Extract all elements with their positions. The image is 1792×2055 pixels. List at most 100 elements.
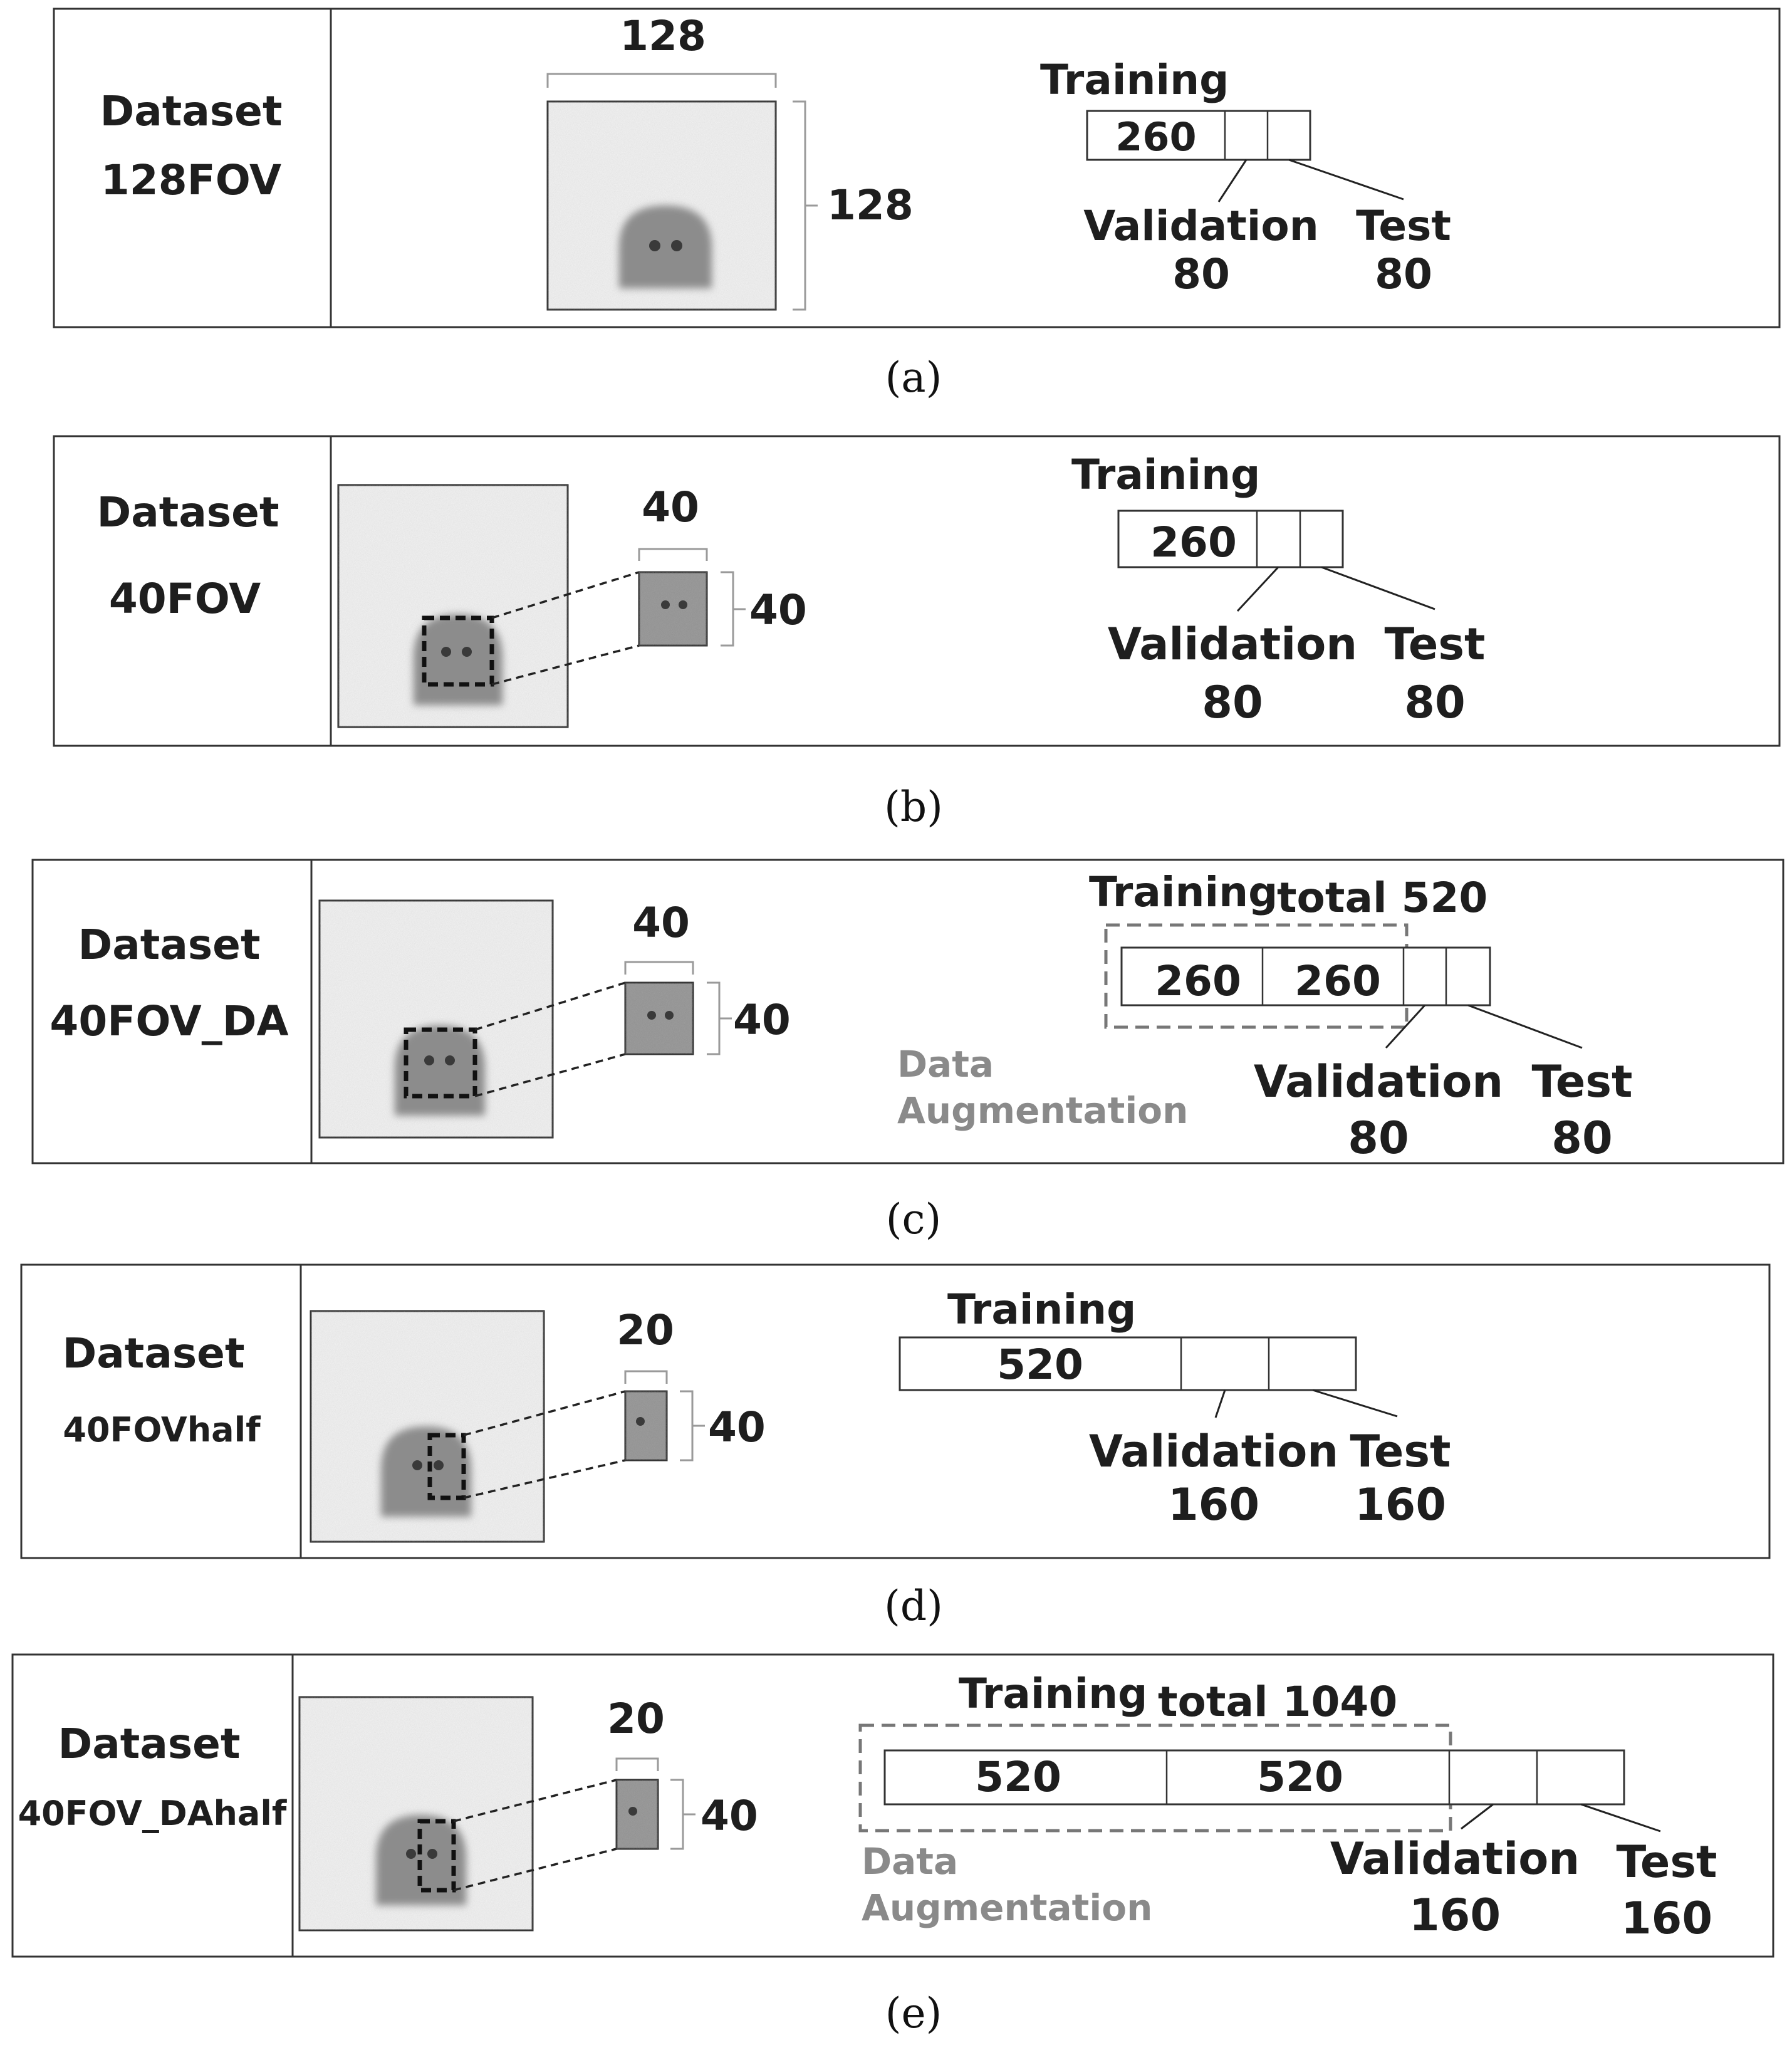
panel-frame [20,1263,1771,1559]
projection-line [491,571,640,619]
projection-line [463,1459,626,1499]
validation-leader [1217,159,1248,202]
validation-leader [1385,1004,1426,1049]
crop-width-label: 20 [607,1695,665,1743]
validation-label: Validation [1083,202,1319,250]
scan-image [298,1696,534,1932]
test-leader [1580,1803,1661,1833]
test-leader [1467,1004,1583,1049]
cropped-patch [624,1390,668,1462]
training-count: 260 [1115,114,1196,160]
projection-line [453,1848,617,1891]
training-count: 260 [1295,957,1381,1005]
validation-count: 160 [1168,1479,1259,1530]
crop-width-label: 40 [642,483,699,531]
projection-line [453,1779,617,1822]
augmentation-label: Augmentation [862,1886,1152,1929]
panel-frame [31,859,1784,1164]
test-leader [1321,566,1435,610]
test-count: 80 [1551,1112,1612,1164]
panel-a: Dataset 128FOV 128 128 Training 260 Vali… [53,8,1781,402]
validation-count: 80 [1202,677,1263,728]
crop-region [417,1819,456,1893]
test-label: Test [1531,1056,1632,1107]
test-label: Test [1356,202,1451,250]
validation-label: Validation [1254,1056,1503,1107]
split-bar [899,1336,1357,1391]
panel-frame [53,435,1781,747]
augmentation-label: Augmentation [897,1089,1188,1132]
panel-b: Dataset 40FOV 40 40 Training 260 Validat… [53,435,1781,831]
test-label: Test [1384,619,1485,670]
training-label: Training [1040,56,1229,104]
scan-image [310,1310,545,1543]
dataset-name: 40FOV_DA [49,997,288,1045]
validation-count: 80 [1348,1112,1409,1164]
width-bracket [546,73,777,88]
crop-width-label: 128 [620,12,706,60]
validation-leader [1214,1389,1226,1418]
training-total: total 1040 [1158,1678,1397,1726]
training-label: Training [959,1670,1147,1718]
validation-count: 160 [1409,1890,1501,1941]
crop-height-label: 40 [708,1403,766,1451]
crop-height-label: 40 [733,996,791,1044]
dataset-label: Dataset [62,1329,244,1378]
projection-line [491,644,640,686]
test-count: 80 [1404,677,1465,728]
panel-e: Dataset 40FOV_DAhalf 20 40 Training tota… [11,1653,1774,2037]
test-count: 160 [1621,1893,1712,1944]
height-bracket [721,571,746,647]
scan-image [318,899,554,1139]
crop-height-label: 128 [827,181,914,229]
augmentation-label: Data [862,1840,958,1883]
projection-line [474,981,626,1031]
dataset-name: 40FOV [109,575,261,623]
crop-region [404,1027,477,1099]
validation-label: Validation [1089,1426,1338,1477]
dataset-name: 40FOV_DAhalf [18,1794,287,1833]
height-bracket [680,1390,705,1462]
panel-d: Dataset 40FOVhalf 20 40 Training 520 Val… [20,1263,1771,1630]
panel-caption: (b) [884,783,943,831]
cropped-patch [624,981,694,1055]
training-count: 520 [997,1341,1083,1389]
height-bracket [670,1779,695,1850]
augmentation-label: Data [897,1043,994,1085]
panel-c: Dataset 40FOV_DA 40 40 Training total 52… [31,859,1784,1243]
height-bracket [793,100,818,311]
panel-caption: (e) [885,1989,942,2037]
width-bracket [615,1757,659,1771]
scan-image [546,100,777,311]
validation-leader [1236,566,1279,612]
dataset-label: Dataset [58,1720,240,1768]
validation-count: 80 [1172,250,1230,298]
validation-label: Validation [1108,619,1357,670]
validation-label: Validation [1330,1833,1580,1885]
width-bracket [624,1370,668,1384]
training-count: 520 [1257,1753,1343,1801]
test-count: 80 [1375,250,1432,298]
training-count: 260 [1155,957,1241,1005]
panel-frame [53,8,1781,328]
cropped-patch [615,1779,659,1850]
test-leader [1288,159,1404,201]
dataset-name: 128FOV [101,156,281,204]
crop-width-label: 40 [632,899,690,947]
dataset-label: Dataset [78,921,260,969]
crop-region [422,615,494,687]
split-bar [883,1749,1625,1806]
panel-caption: (c) [886,1195,941,1243]
crop-height-label: 40 [701,1792,758,1840]
width-bracket [638,548,708,561]
projection-line [463,1390,626,1436]
panel-caption: (d) [884,1582,943,1630]
training-label: Training [947,1285,1136,1334]
training-count: 520 [975,1753,1061,1801]
validation-leader [1461,1803,1494,1830]
split-bar [1086,110,1311,161]
dataset-label: Dataset [100,87,282,135]
test-count: 160 [1355,1479,1446,1530]
width-bracket [624,961,694,975]
